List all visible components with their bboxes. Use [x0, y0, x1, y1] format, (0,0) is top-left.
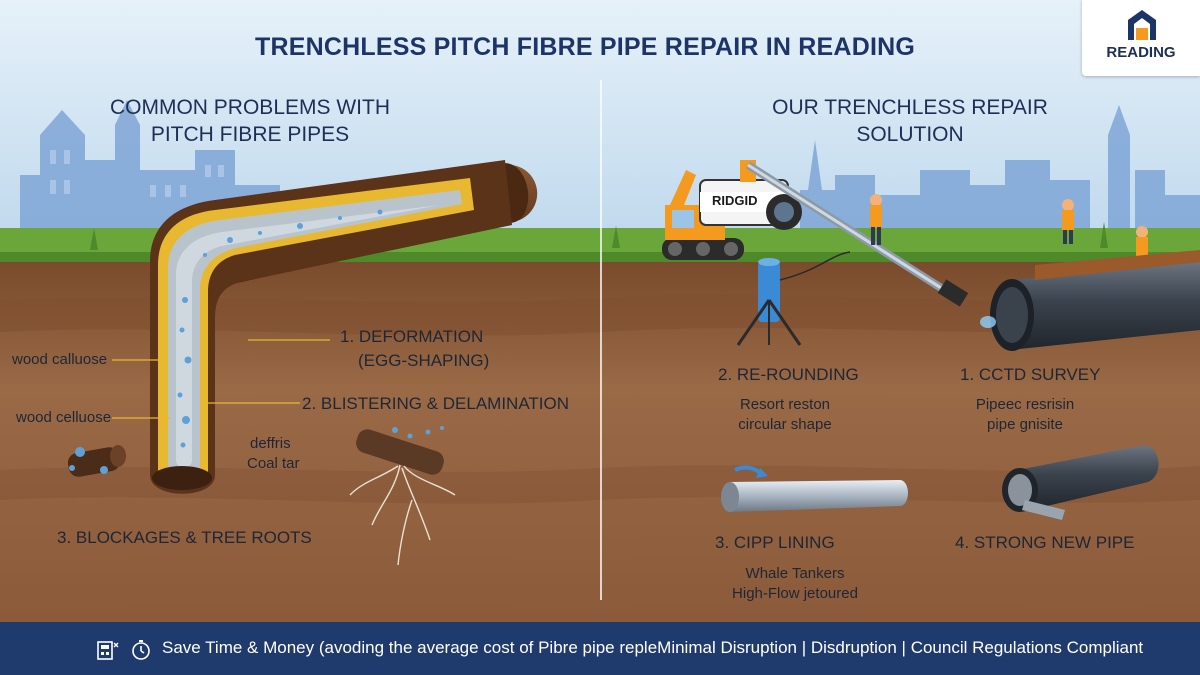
label-wood-celluose: wood celluose	[16, 409, 112, 426]
logo-text: READING	[1106, 44, 1176, 61]
cctv-camera-unit	[699, 160, 802, 230]
label-coal-tar: Coal tar	[247, 455, 300, 472]
new-pipe	[1002, 445, 1159, 520]
re-rounding-rig	[736, 251, 851, 346]
workers	[870, 194, 1148, 257]
step-1-desc-line1: Pipeec resrisin	[975, 396, 1075, 413]
footer-bar: Save Time & Money (avoding the average c…	[0, 622, 1200, 675]
logo: READING	[1082, 0, 1200, 76]
left-heading-line1: COMMON PROBLEMS WITH	[109, 96, 390, 119]
step-1-desc-line2: pipe gnisite	[987, 416, 1063, 433]
calculator-icon	[97, 641, 119, 660]
problem-1-subtitle: (EGG-SHAPING)	[358, 351, 490, 370]
label-debris: deffris	[250, 435, 291, 452]
tree-roots	[349, 426, 456, 566]
footer-text: Save Time & Money (avoding the average c…	[162, 638, 1144, 657]
survey-pipe	[980, 250, 1200, 351]
debris-log	[67, 445, 126, 477]
problem-1-title: 1. DEFORMATION	[340, 327, 484, 346]
stopwatch-icon	[132, 640, 150, 660]
pitch-fibre-pipe-cutaway	[150, 160, 538, 494]
left-heading-line2: PITCH FIBRE PIPES	[150, 123, 350, 146]
step-3-desc-line1: Whale Tankers	[745, 565, 845, 582]
problem-3-title: 3. BLOCKAGES & TREE ROOTS	[57, 528, 312, 547]
boom-arm	[745, 161, 969, 307]
step-3-title: 3. CIPP LINING	[715, 533, 835, 552]
label-wood-calluose: wood calluose	[12, 351, 108, 368]
house-logo-icon	[1128, 10, 1156, 40]
left-skyline-windows	[50, 150, 224, 197]
step-4-title: 4. STRONG NEW PIPE	[955, 533, 1135, 552]
page-title: TRENCHLESS PITCH FIBRE PIPE REPAIR IN RE…	[255, 33, 915, 61]
step-3-desc-line2: High-Flow jetoured	[732, 585, 858, 602]
right-heading-line1: OUR TRENCHLESS REPAIR	[772, 96, 1048, 119]
left-leader-lines	[112, 339, 330, 419]
step-2-desc-line1: Resort reston	[739, 396, 831, 413]
step-2-title: 2. RE-ROUNDING	[718, 365, 859, 384]
grass-tufts	[90, 222, 1108, 250]
problem-2-title: 2. BLISTERING & DELAMINATION	[302, 394, 570, 413]
right-heading-line2: SOLUTION	[856, 123, 964, 146]
step-2-desc-line2: circular shape	[738, 416, 832, 433]
step-1-title: 1. CCTD SURVEY	[960, 365, 1101, 384]
cipp-lining-pipe	[721, 465, 908, 512]
camera-brand: RIDGID	[712, 193, 758, 208]
